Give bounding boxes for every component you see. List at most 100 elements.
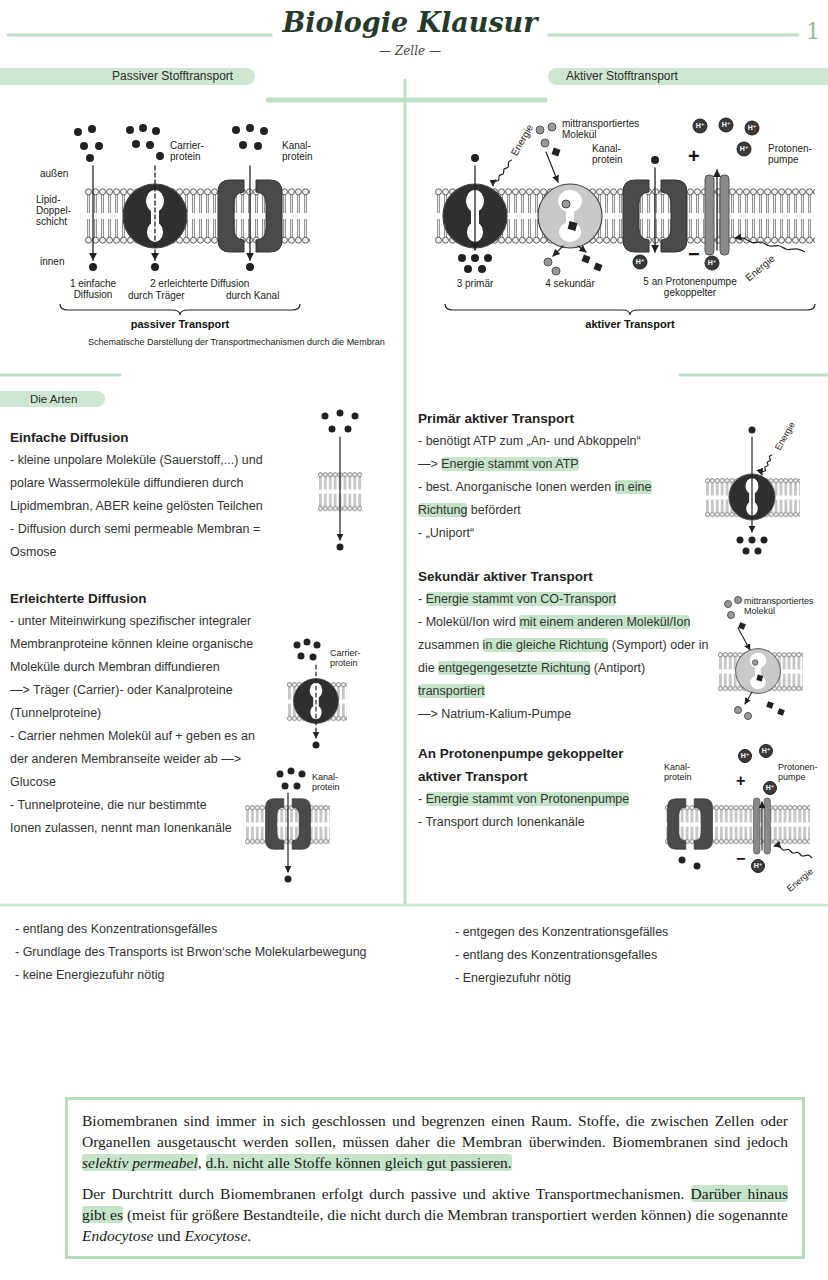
figure-label: Schematische Darstellung der Transportme… xyxy=(88,337,385,347)
arrow-line xyxy=(654,168,655,252)
molecule-dot xyxy=(544,258,552,266)
energy-arrow xyxy=(735,238,805,252)
text-group: - benötigt ATP zum „An- und Abkoppeln“ xyxy=(418,430,703,453)
brace xyxy=(60,304,300,315)
text-group: passiver Transport xyxy=(131,318,229,330)
drawing-part xyxy=(538,184,602,248)
figure-label: passiver Transport xyxy=(131,318,229,330)
molecule-dot xyxy=(88,125,96,133)
figure-label: durch Träger xyxy=(128,290,185,301)
figure-label: Protonen-pumpe xyxy=(778,762,818,782)
molecule-dot xyxy=(745,713,752,720)
arrow-line xyxy=(553,246,563,256)
text-group: —> Natrium-Kalium-Pumpe xyxy=(418,703,713,726)
info-box: Biomembranen sind immer in sich geschlos… xyxy=(65,1097,805,1259)
molecule-dot xyxy=(337,410,344,417)
highlighted-text: d.h. nicht alle Stoffe können gleich gut… xyxy=(206,1154,512,1171)
highlighted-text: Energie stammt von Protonenpumpe xyxy=(426,792,630,806)
molecule-dot xyxy=(725,601,732,608)
molecule-dot xyxy=(471,254,479,262)
note-text: Einfache Diffusion xyxy=(10,430,129,445)
text-group: - best. Anorganische Ionen werden in ein… xyxy=(418,476,698,522)
energy-arrow xyxy=(493,160,512,186)
text-group: Erleichterte Diffusion xyxy=(10,587,147,610)
proton-dot xyxy=(705,256,719,270)
arrow-line xyxy=(738,628,750,650)
text-group: 5 an Protonenpumpe gekoppelter xyxy=(635,276,745,298)
arrow-line xyxy=(92,166,93,260)
cotransport-molecule xyxy=(594,263,603,272)
molecule-dot xyxy=(679,857,686,864)
molecule-dot xyxy=(80,142,88,150)
header-band: Passiver Stofftransport xyxy=(0,68,255,85)
molecule-dot xyxy=(552,267,560,275)
figure-label: 1 einfache Diffusion xyxy=(70,278,116,300)
molecule-dot xyxy=(536,126,544,134)
text-group: Schematische Darstellung der Transportme… xyxy=(88,337,385,347)
drawing-part xyxy=(256,180,282,252)
molecule-dot xyxy=(285,876,292,883)
highlighted-text: in die gleiche Richtung xyxy=(483,638,609,652)
molecule-dot xyxy=(294,642,301,649)
band-label: Passiver Stofftransport xyxy=(112,69,233,83)
note-text: - Diffusion durch semi permeable Membran… xyxy=(10,522,260,559)
highlighted-text: Energie stammt von CO-Transport xyxy=(426,592,617,606)
drawing-part xyxy=(661,180,687,252)
note-text: Erleichterte Diffusion xyxy=(10,591,147,606)
energy-arrow xyxy=(774,845,812,858)
lipid-bilayer xyxy=(718,652,803,691)
molecule-dot xyxy=(728,612,735,619)
divider-line xyxy=(680,374,828,377)
molecule-dot xyxy=(139,124,147,132)
body-text: Der Durchtritt durch Biomembranen erfolg… xyxy=(82,1185,691,1202)
drawing-part xyxy=(568,221,578,231)
text-group: H⁺ xyxy=(740,145,749,153)
text-group: Energie xyxy=(785,866,815,894)
text-group: mittransportiertes Molekül xyxy=(562,118,647,140)
note-text: - xyxy=(418,792,426,806)
molecule-dot xyxy=(95,142,103,150)
text-group: Energie xyxy=(773,420,797,452)
figure-label: H⁺ xyxy=(741,752,750,759)
cotransport-carrier xyxy=(736,649,781,694)
body-text: Exocytose xyxy=(184,1227,247,1244)
text-group: − xyxy=(736,851,745,867)
text-group: mittransportiertes Molekül xyxy=(744,596,822,616)
text-group: - Carrier nehmen Molekül auf + geben es … xyxy=(10,725,272,794)
note-text: - best. Anorganische Ionen werden xyxy=(418,480,615,494)
molecule-dot xyxy=(146,141,154,149)
text-group: Kanal-protein xyxy=(282,140,327,162)
molecule-dot xyxy=(471,154,479,162)
text-group: - entlang des Konzentrationsgefalles xyxy=(455,944,657,967)
drawing-part xyxy=(736,649,781,694)
text-group: - kleine unpolare Moleküle (Sauerstoff,.… xyxy=(10,449,295,518)
text-group: H⁺ xyxy=(766,784,775,792)
figure-label: H⁺ xyxy=(740,145,749,152)
text-group: 1 einfache Diffusion xyxy=(58,278,128,300)
text-group: - Diffusion durch semi permeable Membran… xyxy=(10,518,295,564)
drawing-part xyxy=(754,798,760,854)
note-text: - entgegen des Konzentrationsgefälles xyxy=(455,925,668,939)
molecule-dot xyxy=(239,141,247,149)
text-group: - „Uniport“ xyxy=(418,522,698,545)
molecule-dot xyxy=(298,653,305,660)
figure-label: H⁺ xyxy=(636,258,645,265)
molecule-dot xyxy=(282,783,289,790)
highlighted-text: entgegengesetzte Richtung xyxy=(438,661,590,675)
arrow-line xyxy=(578,246,586,252)
channel-protein xyxy=(668,799,713,849)
brace xyxy=(445,304,815,315)
molecule-dot xyxy=(86,154,94,162)
text-group: H⁺ xyxy=(696,122,705,130)
figure-label: H⁺ xyxy=(708,259,717,266)
text-group: Sekundär aktiver Transport xyxy=(418,565,593,588)
paragraph: Biomembranen sind immer in sich geschlos… xyxy=(82,1110,788,1173)
molecule-dot xyxy=(484,254,492,262)
molecule-dot xyxy=(694,863,701,870)
header-band: Aktiver Stofftransport xyxy=(548,68,828,85)
lipid-bilayer xyxy=(665,805,810,844)
molecule-dot xyxy=(232,126,240,134)
proton-dot xyxy=(739,750,752,763)
note-text: zusammen xyxy=(418,638,483,652)
note-text: Primär aktiver Transport xyxy=(418,411,574,426)
